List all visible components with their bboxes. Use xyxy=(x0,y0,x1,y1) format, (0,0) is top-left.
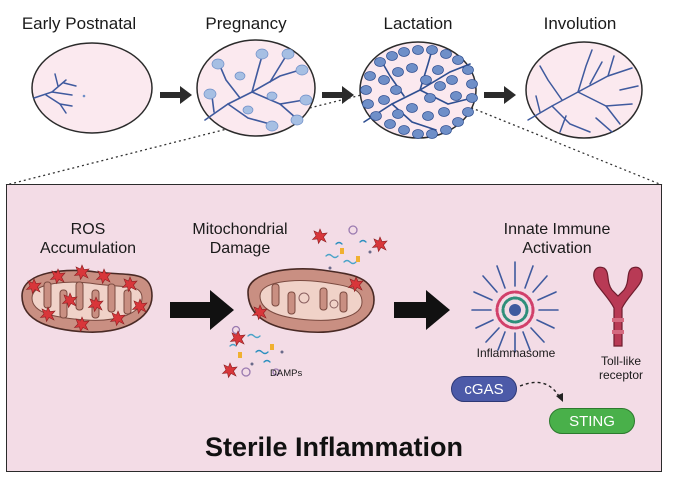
right-arrow-icon xyxy=(322,86,354,104)
label-damps: DAMPs xyxy=(270,368,303,379)
right-arrow-icon xyxy=(394,290,450,330)
stage-label-early-postnatal: Early Postnatal xyxy=(21,14,137,33)
arrowhead-icon xyxy=(556,393,563,402)
label-ros-accumulation: ROS Accumulation xyxy=(39,221,137,257)
label-toll-like-receptor: Toll-like receptor xyxy=(598,354,644,382)
cgas-sting-arrow xyxy=(519,381,561,399)
tissue-involution xyxy=(525,41,643,139)
stage-label-involution: Involution xyxy=(543,14,617,33)
tissue-early-postnatal xyxy=(31,42,153,134)
tissue-pregnancy xyxy=(196,39,316,137)
mitochondrion-damaged-icon xyxy=(247,268,375,333)
sting-pill: STING xyxy=(549,408,635,434)
toll-like-receptor-icon xyxy=(593,266,643,347)
right-arrow-icon xyxy=(160,86,192,104)
tissue-lactation xyxy=(359,41,478,139)
right-arrow-icon xyxy=(170,290,234,330)
label-inflammasome: Inflammasome xyxy=(476,346,556,360)
stage-label-lactation: Lactation xyxy=(383,14,453,33)
stage-label-pregnancy: Pregnancy xyxy=(205,14,287,33)
damps-debris xyxy=(229,225,372,377)
cgas-pill: cGAS xyxy=(451,376,517,402)
zoom-line-right xyxy=(461,103,663,186)
inflammasome-icon xyxy=(471,261,559,353)
right-arrow-icon xyxy=(484,86,516,104)
label-innate-immune-activation: Innate Immune Activation xyxy=(503,221,611,257)
panel-title: Sterile Inflammation xyxy=(204,432,464,462)
label-mitochondrial-damage: Mitochondrial Damage xyxy=(192,221,288,257)
